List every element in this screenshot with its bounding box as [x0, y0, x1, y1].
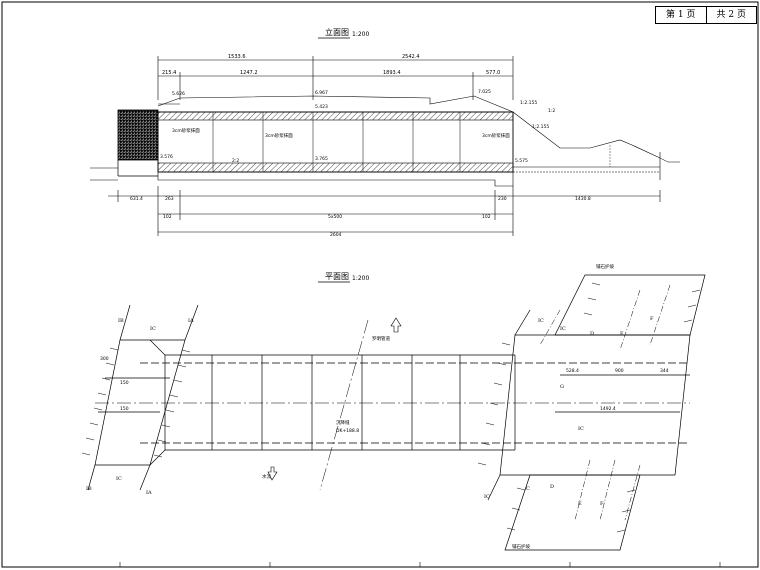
road-profile	[157, 95, 514, 113]
mark-13: F	[650, 316, 654, 322]
page-indicator: 第 1 页 共 2 页	[655, 6, 757, 24]
plan-dim-4: 1492.4	[600, 406, 616, 412]
plan-center-elev: DK+188.8	[336, 428, 359, 434]
page-current: 第 1 页	[666, 10, 696, 20]
mark-17: C	[526, 486, 530, 492]
elev-2: 6.967	[315, 90, 328, 96]
mark-7: IC	[538, 318, 544, 324]
slope-3: 1:2	[548, 108, 555, 114]
dim-second-4: 577.0	[486, 70, 500, 76]
mark-3: IA	[188, 318, 194, 324]
plan-dim-2: 900	[615, 368, 624, 374]
plan-label-riprap-bottom: 铺石护坡	[512, 543, 530, 550]
bdim-3: 230	[498, 196, 507, 202]
mark-1: IB	[118, 318, 124, 324]
slope-2: 1:2.155	[532, 124, 549, 130]
flow-arrow-icon	[267, 466, 278, 481]
total-dim: 2604	[330, 232, 342, 238]
plan-label-flow: 水流	[262, 473, 271, 480]
mark-6: IA	[146, 490, 152, 496]
note-2: 3cm砂浆抹面	[265, 132, 293, 139]
bdim-1: 631.4	[130, 196, 143, 202]
mark-10: IC	[578, 426, 584, 432]
top-slab	[157, 111, 514, 121]
elev-5: 5.575	[515, 158, 528, 164]
mark-15: E	[578, 501, 582, 507]
mark-2: IC	[150, 326, 156, 332]
plan-dim-3: 344	[660, 368, 669, 374]
elevation-view: 立面图 1:200 1533.6 2542.4 215.4 1247.2 189…	[90, 27, 680, 238]
road-centerline	[319, 319, 369, 491]
left-headwall	[117, 109, 159, 161]
frame-ticks	[119, 562, 721, 567]
elev-1: 5.626	[172, 91, 185, 97]
dim-second-3: 1893.4	[383, 70, 401, 76]
plan-center-note: 沉降缝	[336, 419, 350, 426]
bdim2-1: 102	[163, 214, 172, 220]
plan-dim-7: 150	[120, 406, 129, 412]
mark-16: D	[550, 484, 554, 490]
elev-3: 7.025	[478, 89, 491, 95]
elevation-bottom-dimensions	[108, 186, 661, 236]
dim-top-2: 2542.4	[402, 54, 420, 60]
slope-1: 1:2.155	[520, 100, 537, 106]
dim-top-1: 1533.6	[228, 54, 246, 60]
segment-joints	[212, 112, 461, 172]
mark-12: E	[620, 331, 624, 337]
plan-dim-5: 300	[100, 356, 109, 362]
mark-9: IC	[484, 494, 490, 500]
dim-second-1: 215.4	[162, 70, 176, 76]
mark-5: IC	[116, 476, 122, 482]
elevation-title: 立面图	[325, 27, 349, 37]
note-3: 3cm砂浆抹面	[482, 132, 510, 139]
plan-dim-1: 528.4	[566, 368, 579, 374]
note-1: 3cm砂浆抹面	[172, 127, 200, 134]
mark-14: F	[600, 501, 604, 507]
north-arrow-icon	[390, 317, 402, 333]
page-total: 共 2 页	[705, 7, 757, 23]
elev-4: 5.423	[315, 104, 328, 110]
bdim2-3: 102	[482, 214, 491, 220]
slope-4: 2:2	[232, 158, 239, 164]
plan-label-riprap-top: 铺石护坡	[596, 263, 614, 270]
elev-6: 3.765	[315, 156, 328, 162]
plan-dim-6: 150	[120, 380, 129, 386]
elevation-scale: 1:200	[352, 31, 369, 38]
culvert-plan	[95, 354, 690, 451]
bdim-2: 263	[165, 196, 174, 202]
plan-view: 平面图 1:200	[81, 263, 706, 551]
plan-title: 平面图	[325, 272, 349, 281]
bdim-4: 1430.8	[575, 196, 591, 202]
elevation-top-dimensions	[157, 56, 514, 100]
bdim2-2: 5x500	[328, 214, 342, 220]
embankment-slope	[512, 111, 661, 159]
mark-11: D	[590, 331, 594, 337]
plan-label-pipe: 罗明管道	[372, 335, 390, 342]
dim-second-2: 1247.2	[240, 70, 258, 76]
riprap-right	[477, 282, 701, 533]
mark-4: IB	[86, 486, 92, 492]
outlet-wingwalls	[487, 274, 706, 551]
inlet-wingwalls	[87, 304, 199, 491]
elev-7: 3.576	[160, 154, 173, 160]
plan-scale: 1:200	[352, 275, 369, 282]
riprap-left	[81, 347, 191, 458]
section-lines	[539, 284, 671, 521]
mark-8: IC	[560, 326, 566, 332]
mark-18: G	[560, 384, 564, 390]
bottom-slab	[157, 162, 514, 173]
